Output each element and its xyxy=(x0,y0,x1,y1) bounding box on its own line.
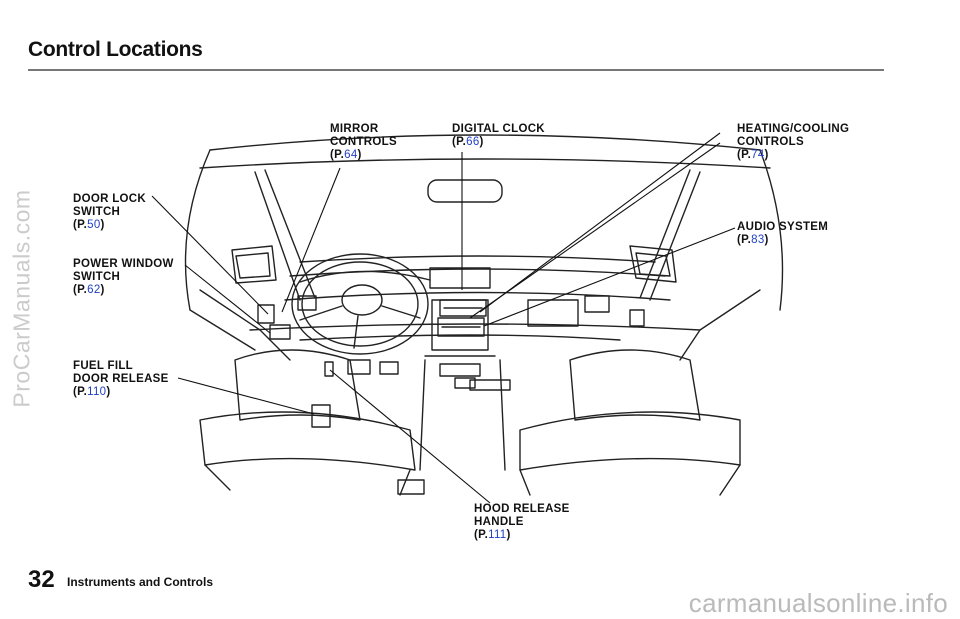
callout-heating-ref-prefix: (P. xyxy=(737,149,752,161)
callout-fuel-fill-door-release: FUEL FILL DOOR RELEASE (P.110) xyxy=(73,360,169,399)
callout-heating-ref-suffix: ) xyxy=(764,149,769,161)
callout-mirror-line2: CONTROLS xyxy=(330,136,397,148)
callout-hood-page-link[interactable]: 111 xyxy=(488,529,507,541)
callout-hood-release-handle: HOOD RELEASE HANDLE (P.111) xyxy=(474,503,570,542)
callout-heating-line2: CONTROLS xyxy=(737,136,804,148)
callout-door-lock-line1: DOOR LOCK xyxy=(73,193,146,205)
callout-clock-ref-prefix: (P. xyxy=(452,136,467,148)
callout-door-lock-line2: SWITCH xyxy=(73,206,121,218)
page-title: Control Locations xyxy=(28,38,203,61)
callout-power-window-switch: POWER WINDOW SWITCH (P.62) xyxy=(73,258,174,297)
callout-mirror-ref-suffix: ) xyxy=(357,149,362,161)
callout-fuel-line2: DOOR RELEASE xyxy=(73,373,169,385)
callout-clock-line1: DIGITAL CLOCK xyxy=(452,123,545,135)
callout-mirror-ref-prefix: (P. xyxy=(330,149,345,161)
callout-clock-ref-suffix: ) xyxy=(479,136,484,148)
callout-power-window-ref-suffix: ) xyxy=(100,284,105,296)
callout-door-lock-switch: DOOR LOCK SWITCH (P.50) xyxy=(73,193,146,232)
callout-audio-page-link[interactable]: 83 xyxy=(751,234,765,246)
callout-heating-line1: HEATING/COOLING xyxy=(737,123,850,135)
callout-fuel-line1: FUEL FILL xyxy=(73,360,133,372)
callout-hood-ref-prefix: (P. xyxy=(474,529,489,541)
callout-fuel-ref-suffix: ) xyxy=(106,386,111,398)
callout-mirror-page-link[interactable]: 64 xyxy=(344,149,358,161)
callout-fuel-ref-prefix: (P. xyxy=(73,386,88,398)
callout-power-window-line1: POWER WINDOW xyxy=(73,258,174,270)
callout-power-window-page-link[interactable]: 62 xyxy=(87,284,101,296)
callout-digital-clock: DIGITAL CLOCK (P.66) xyxy=(452,123,545,149)
callout-hood-ref-suffix: ) xyxy=(506,529,511,541)
callout-power-window-ref-prefix: (P. xyxy=(73,284,88,296)
side-watermark: ProCarManuals.com xyxy=(8,189,35,408)
callout-audio-line1: AUDIO SYSTEM xyxy=(737,221,829,233)
callout-clock-page-link[interactable]: 66 xyxy=(466,136,480,148)
callout-hood-line2: HANDLE xyxy=(474,516,524,528)
callout-heating-cooling: HEATING/COOLING CONTROLS (P.74) xyxy=(737,123,849,162)
callout-audio-ref-suffix: ) xyxy=(764,234,769,246)
callout-power-window-line2: SWITCH xyxy=(73,271,121,283)
callout-hood-line1: HOOD RELEASE xyxy=(474,503,570,515)
callout-fuel-page-link[interactable]: 110 xyxy=(87,386,107,398)
callout-heating-page-link[interactable]: 74 xyxy=(751,149,765,161)
title-divider xyxy=(28,69,884,71)
section-name: Instruments and Controls xyxy=(67,575,214,589)
callout-mirror-controls: MIRROR CONTROLS (P.64) xyxy=(330,123,397,162)
callout-door-lock-page-link[interactable]: 50 xyxy=(87,219,101,231)
page-number: 32 xyxy=(28,566,55,593)
callout-audio-ref-prefix: (P. xyxy=(737,234,752,246)
bottom-watermark: carmanualsonline.info xyxy=(688,588,948,618)
callout-door-lock-ref-suffix: ) xyxy=(100,219,105,231)
callout-audio-system: AUDIO SYSTEM (P.83) xyxy=(737,221,828,247)
callout-mirror-line1: MIRROR xyxy=(330,123,379,135)
callout-door-lock-ref-prefix: (P. xyxy=(73,219,88,231)
